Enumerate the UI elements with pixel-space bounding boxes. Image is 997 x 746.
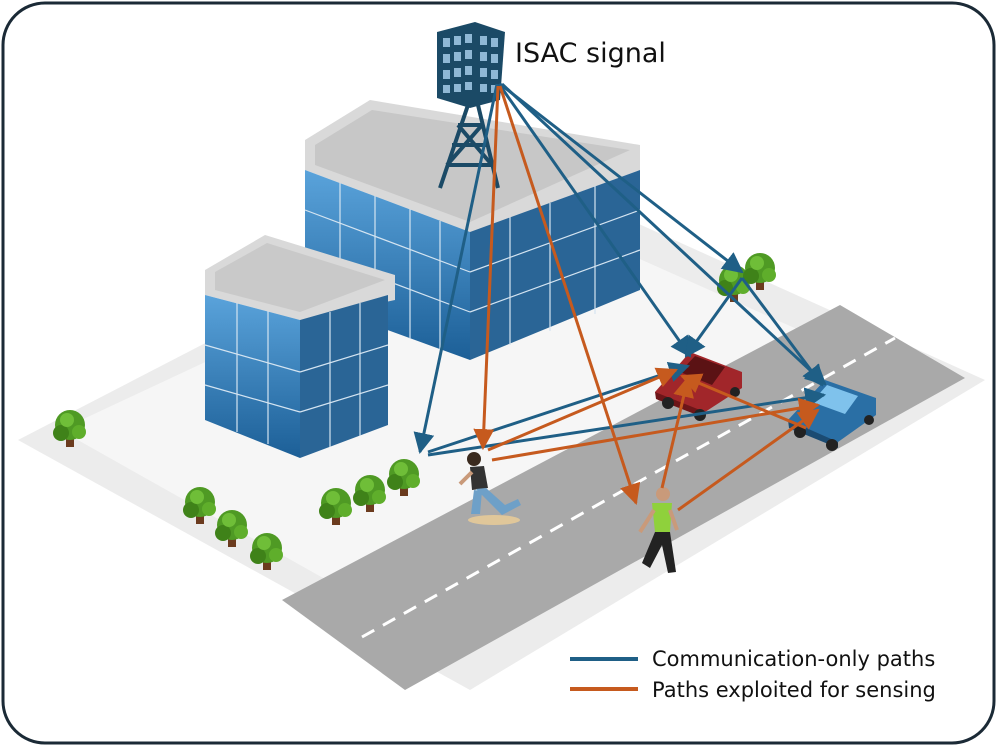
isac-signal-label: ISAC signal — [515, 38, 666, 69]
legend: Communication-only paths Paths exploited… — [570, 647, 936, 702]
legend-label-sensing: Paths exploited for sensing — [652, 678, 936, 702]
legend-label-communication: Communication-only paths — [652, 647, 935, 671]
office-building-icon-small — [204, 235, 395, 458]
cell-tower-icon — [437, 22, 505, 189]
sensing-paths — [473, 85, 821, 512]
skateboarder-icon — [458, 452, 521, 525]
pedestrian-icon — [638, 487, 679, 573]
